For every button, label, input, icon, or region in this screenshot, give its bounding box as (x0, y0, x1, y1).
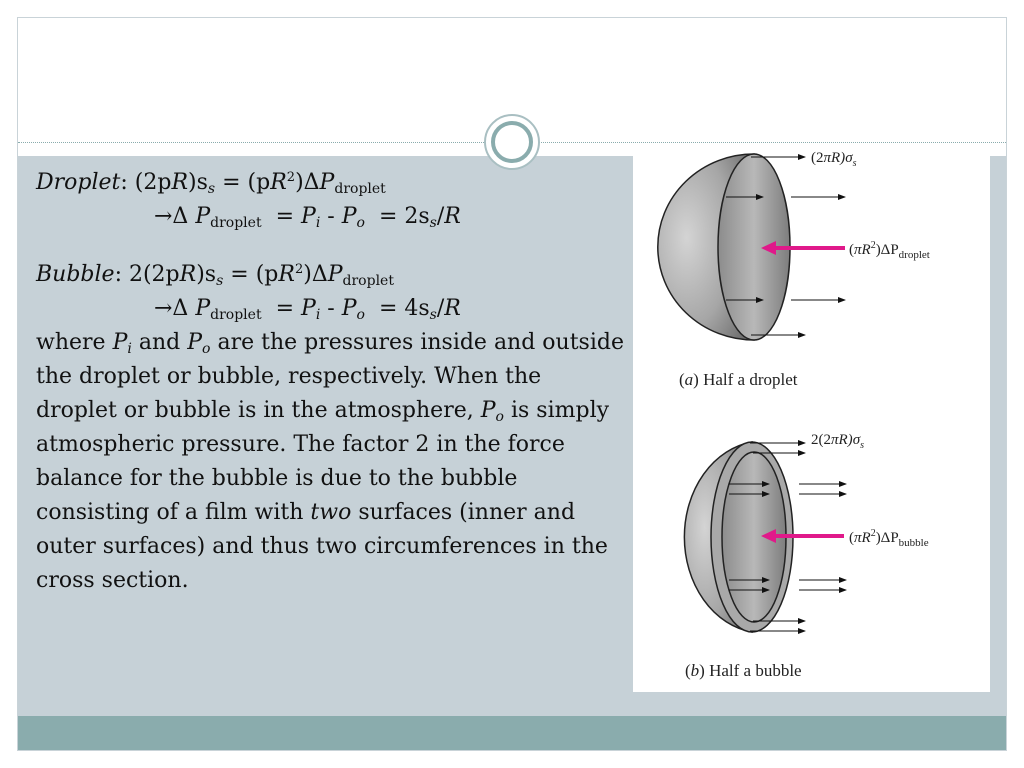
droplet-diagram: (2πR)σs (πR2)ΔPdroplet (a) Half a drople… (657, 150, 930, 389)
figure-panel: (2πR)σs (πR2)ΔPdroplet (a) Half a drople… (633, 144, 990, 692)
footer-band (18, 716, 1006, 750)
bubble-caption: (b) Half a bubble (685, 661, 802, 680)
bubble-surface-tension-label: 2(2πR)σs (811, 432, 864, 451)
ring-ornament-icon (484, 114, 540, 170)
spacer (36, 234, 626, 258)
droplet-surface-tension-label: (2πR)σs (811, 150, 857, 169)
bubble-equation-line-2: →Δ Pdroplet = Pi - Po = 4ss/R (154, 296, 461, 323)
bubble-diagram: 2(2πR)σs (πR2)ΔPbubble (b) Half a bubble (683, 432, 929, 680)
bubble-pressure-label: (πR2)ΔPbubble (849, 528, 929, 549)
explanation-paragraph: where Pi and Po are the pressures inside… (36, 330, 624, 593)
slide-body-text: Droplet: (2pR)ss = (pR2)ΔPdroplet →Δ Pdr… (36, 166, 626, 598)
droplet-equation-line-2: →Δ Pdroplet = Pi - Po = 2ss/R (154, 204, 461, 231)
droplet-bubble-figure: (2πR)σs (πR2)ΔPdroplet (a) Half a drople… (657, 150, 930, 680)
bubble-pressure-arrowhead-icon (761, 529, 776, 543)
droplet-pressure-label: (πR2)ΔPdroplet (849, 240, 930, 261)
bubble-equation-line-1: Bubble: 2(2pR)ss = (pR2)ΔPdroplet (36, 262, 394, 289)
droplet-equation-line-1: Droplet: (2pR)ss = (pR2)ΔPdroplet (36, 170, 386, 197)
droplet-pressure-arrowhead-icon (761, 241, 776, 255)
droplet-caption: (a) Half a droplet (679, 370, 798, 389)
